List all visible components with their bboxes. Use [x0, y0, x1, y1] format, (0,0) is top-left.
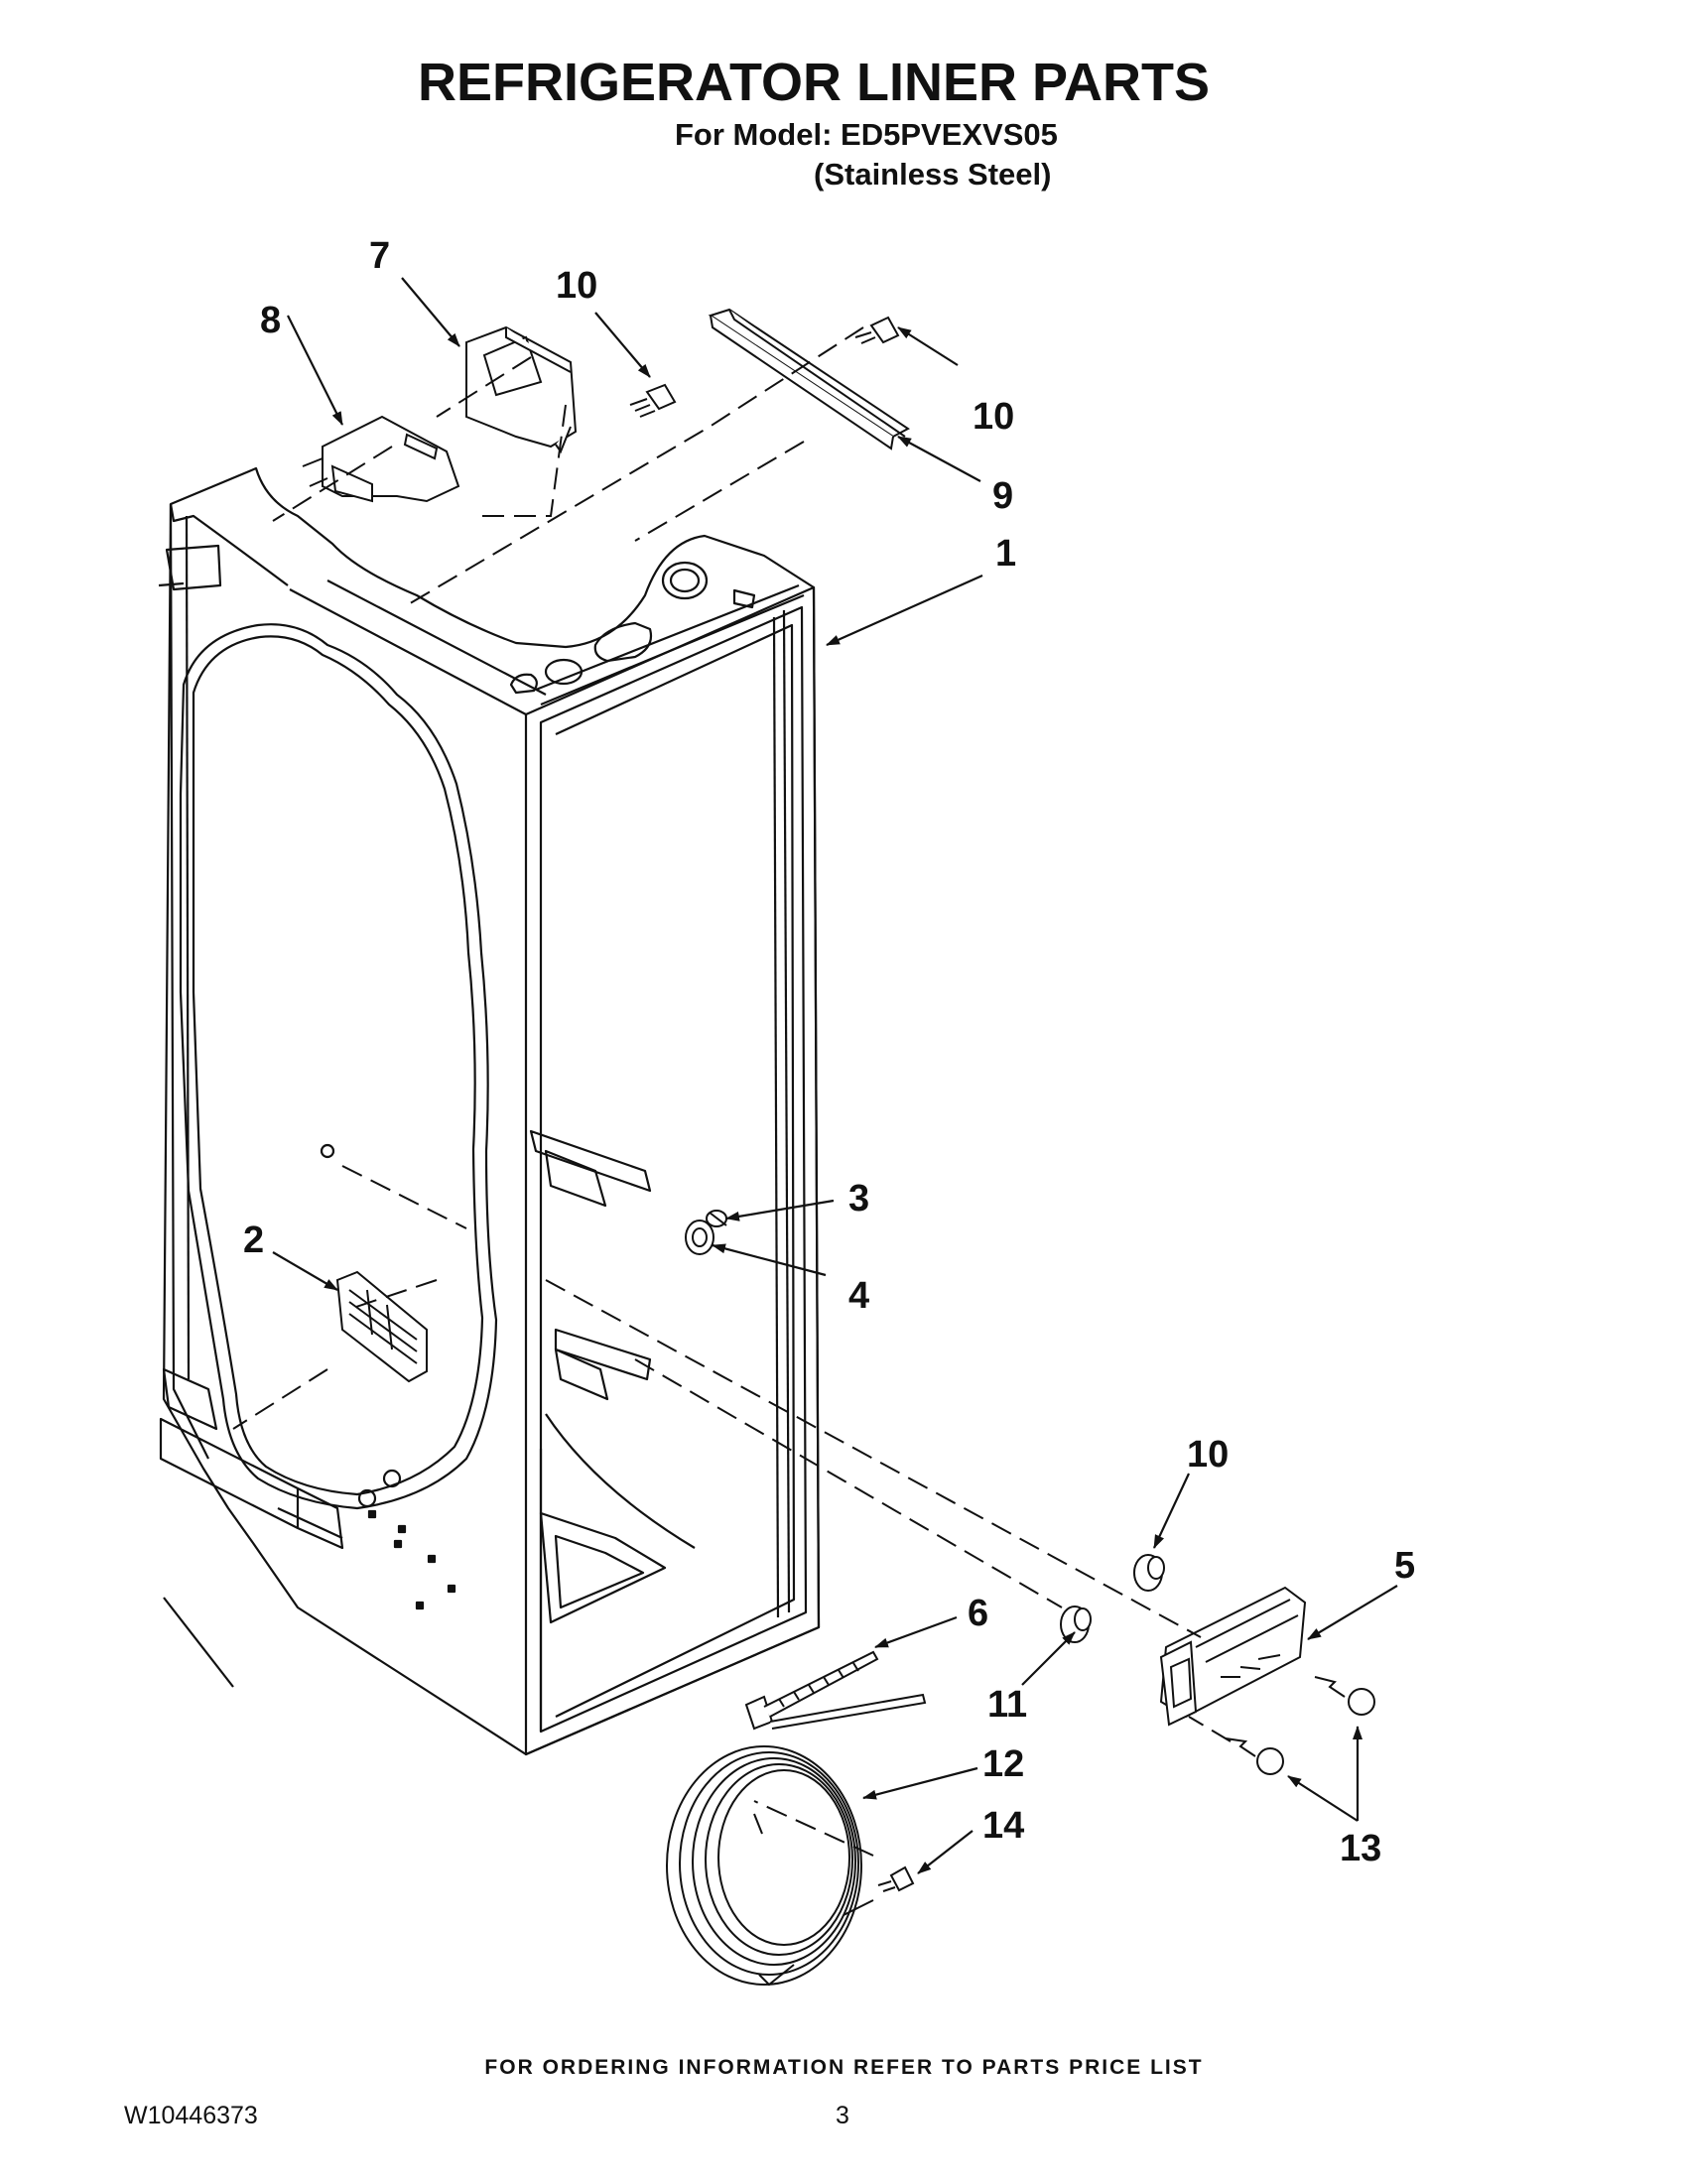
- document-number: W10446373: [124, 2102, 258, 2129]
- callout-11-bottom: 11: [987, 1684, 1027, 1726]
- liner-part: [158, 466, 821, 1756]
- grommet-part: [1060, 1554, 1165, 1643]
- callout-2: 2: [243, 1220, 264, 1261]
- bracket-part: [465, 325, 578, 454]
- wheel-part: [685, 1210, 727, 1255]
- callout-4: 4: [848, 1275, 869, 1317]
- tube-coil-part: [666, 1745, 874, 1987]
- callout-13: 13: [1340, 1828, 1381, 1869]
- callout-11-top: 10: [1187, 1434, 1229, 1476]
- assembly-lines: [232, 326, 1232, 1857]
- callout-labels: 7 8 10 10 9 1 2 3 4 10 5 6 11 12 14 13: [243, 235, 1415, 1869]
- callout-14: 14: [982, 1805, 1024, 1847]
- model-line: For Model: ED5PVEXVS05: [675, 117, 1058, 152]
- page-title: REFRIGERATOR LINER PARTS: [417, 53, 1211, 112]
- cable-tie-part: [744, 1650, 927, 1731]
- page-number: 3: [836, 2102, 849, 2129]
- callout-10-right: 10: [973, 396, 1014, 438]
- rail-part: [708, 308, 910, 450]
- callout-1: 1: [995, 533, 1016, 575]
- dispenser-part: [1159, 1586, 1307, 1727]
- ordering-note: FOR ORDERING INFORMATION REFER TO PARTS …: [484, 2056, 1204, 2079]
- screw-14-part: [877, 1865, 915, 1892]
- callout-3: 3: [848, 1178, 869, 1220]
- finish-line: (Stainless Steel): [814, 157, 1052, 192]
- callout-9: 9: [992, 475, 1013, 517]
- callout-7: 7: [369, 235, 390, 277]
- callout-6: 6: [968, 1593, 988, 1634]
- callout-8: 8: [260, 300, 281, 341]
- vent-part: [335, 1270, 428, 1383]
- callout-10-top: 10: [556, 265, 597, 307]
- leader-arrows: [272, 277, 1398, 1874]
- screw-13-part: [1225, 1676, 1375, 1775]
- housing-part: [302, 415, 460, 503]
- callout-5: 5: [1394, 1545, 1415, 1587]
- callout-12: 12: [982, 1743, 1024, 1785]
